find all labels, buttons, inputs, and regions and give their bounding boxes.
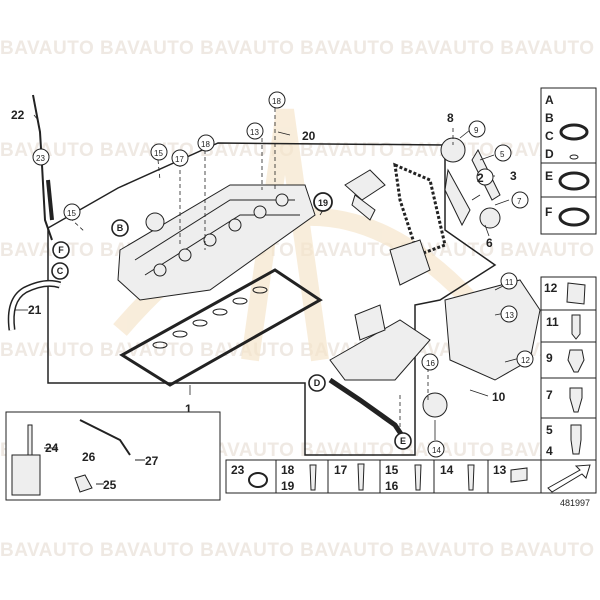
inset-27: 27 bbox=[145, 454, 159, 468]
marker-C: C bbox=[57, 266, 64, 276]
legend-F: F bbox=[545, 205, 552, 219]
rc-12: 12 bbox=[544, 281, 558, 295]
rc-7: 7 bbox=[546, 388, 553, 402]
rc-9: 9 bbox=[546, 351, 553, 365]
legend-E: E bbox=[545, 169, 553, 183]
inset-26: 26 bbox=[82, 450, 96, 464]
callout-2: 2 bbox=[477, 171, 484, 185]
callout-13b: 13 bbox=[505, 311, 514, 320]
cylinder-head-cover bbox=[117, 184, 316, 301]
callout-10: 10 bbox=[492, 390, 506, 404]
strip-17: 17 bbox=[334, 463, 348, 477]
letter-markers bbox=[51, 219, 412, 450]
callout-3: 3 bbox=[510, 169, 517, 183]
seal-ring-legend bbox=[540, 87, 597, 235]
marker-F: F bbox=[58, 245, 64, 255]
legend-C: C bbox=[545, 129, 554, 143]
timing-chain bbox=[393, 137, 501, 257]
callout-5: 5 bbox=[500, 150, 505, 159]
strip-13: 13 bbox=[493, 463, 507, 477]
strip-15: 15 bbox=[385, 463, 399, 477]
legend-D: D bbox=[545, 147, 554, 161]
cylinder-head-cover-outline bbox=[47, 142, 497, 456]
marker-E: E bbox=[400, 436, 406, 446]
valve-cover-gasket bbox=[119, 268, 323, 387]
vacuum-pump bbox=[354, 304, 386, 341]
right-column-parts bbox=[540, 276, 597, 462]
legend-A: A bbox=[545, 93, 554, 107]
rc-4: 4 bbox=[546, 444, 553, 458]
strip-14: 14 bbox=[440, 463, 454, 477]
callout-21: 21 bbox=[28, 303, 42, 317]
bold-callouts bbox=[313, 192, 333, 212]
callout-18: 18 bbox=[272, 97, 281, 106]
marker-B: B bbox=[117, 223, 124, 233]
callout-1: 1 bbox=[185, 402, 192, 416]
callout-9: 9 bbox=[474, 126, 479, 135]
callout-16: 16 bbox=[426, 359, 435, 368]
callout-6: 6 bbox=[486, 236, 493, 250]
callout-8: 8 bbox=[447, 111, 454, 125]
strip-23: 23 bbox=[231, 463, 245, 477]
callout-23: 23 bbox=[36, 154, 45, 163]
callout-18b: 18 bbox=[201, 140, 210, 149]
callout-15: 15 bbox=[154, 149, 163, 158]
oil-filter-housing bbox=[328, 279, 541, 442]
callout-circles bbox=[32, 91, 534, 458]
callout-13: 13 bbox=[250, 128, 259, 137]
strip-18: 18 bbox=[281, 463, 295, 477]
bottom-parts-strip bbox=[225, 459, 597, 494]
strip-19: 19 bbox=[281, 479, 295, 493]
callout-15b: 15 bbox=[67, 209, 76, 218]
inset-25: 25 bbox=[103, 478, 117, 492]
rc-5: 5 bbox=[546, 423, 553, 437]
inset-24: 24 bbox=[45, 441, 59, 455]
strip-16: 16 bbox=[385, 479, 399, 493]
callout-14: 14 bbox=[432, 446, 441, 455]
inset-level-sensor bbox=[5, 411, 221, 501]
callout-19: 19 bbox=[318, 198, 328, 208]
callout-12: 12 bbox=[521, 356, 530, 365]
callout-7: 7 bbox=[517, 197, 522, 206]
callout-11: 11 bbox=[505, 278, 514, 287]
camshaft-adjuster bbox=[344, 169, 431, 286]
rc-11: 11 bbox=[546, 315, 559, 329]
callout-22: 22 bbox=[11, 108, 25, 122]
image-number: 481997 bbox=[560, 498, 590, 508]
marker-D: D bbox=[314, 378, 321, 388]
callout-20: 20 bbox=[302, 129, 316, 143]
callout-17: 17 bbox=[175, 155, 184, 164]
legend-B: B bbox=[545, 111, 554, 125]
